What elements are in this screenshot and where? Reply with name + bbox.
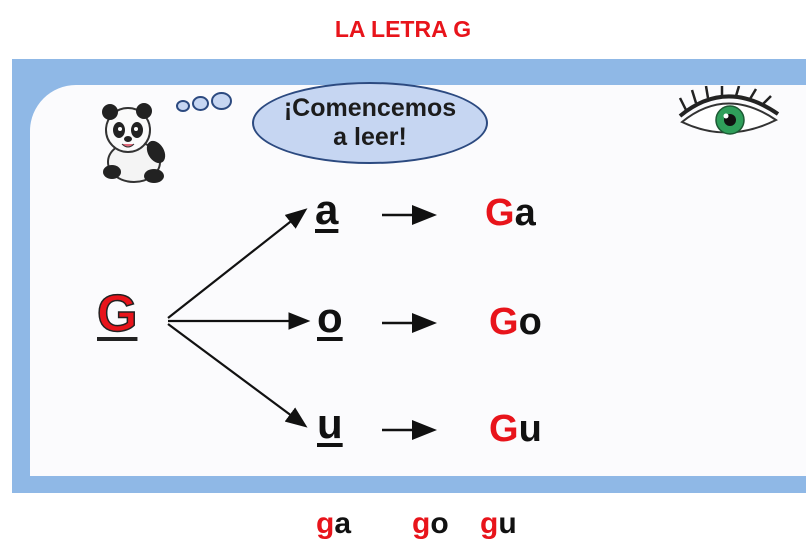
result-initial: G	[489, 301, 519, 343]
thought-dot-small	[176, 100, 190, 112]
thought-dot-large	[211, 92, 232, 110]
syllable-initial: g	[480, 507, 499, 540]
page-title: LA LETRA G	[334, 16, 472, 42]
syllable-rest: u	[498, 507, 517, 540]
result-rest: o	[518, 301, 542, 343]
result-initial: G	[485, 192, 515, 234]
syllable-go: go	[412, 509, 449, 539]
vowel-a: a	[315, 186, 339, 233]
panda-icon	[102, 103, 166, 183]
syllable-initial: g	[412, 507, 431, 540]
bubble-line-2: a leer!	[333, 123, 407, 151]
result-rest: u	[518, 408, 542, 450]
eye-icon	[678, 86, 780, 135]
vowel-u: u	[317, 400, 343, 447]
vowel-o: o	[317, 294, 343, 341]
result-go: Go	[489, 303, 542, 341]
syllable-ga: ga	[316, 509, 351, 539]
main-letter: G	[96, 285, 138, 343]
result-rest: a	[514, 192, 536, 234]
thought-bubble: ¡Comencemos a leer!	[252, 82, 488, 164]
syllable-gu: gu	[480, 509, 517, 539]
result-ga: Ga	[485, 194, 536, 232]
result-initial: G	[489, 408, 519, 450]
syllable-initial: g	[316, 507, 335, 540]
syllable-rest: o	[430, 507, 449, 540]
bubble-line-1: ¡Comencemos	[283, 94, 457, 122]
thought-dot-medium	[192, 96, 209, 111]
result-gu: Gu	[489, 410, 542, 448]
syllable-rest: a	[334, 507, 352, 540]
